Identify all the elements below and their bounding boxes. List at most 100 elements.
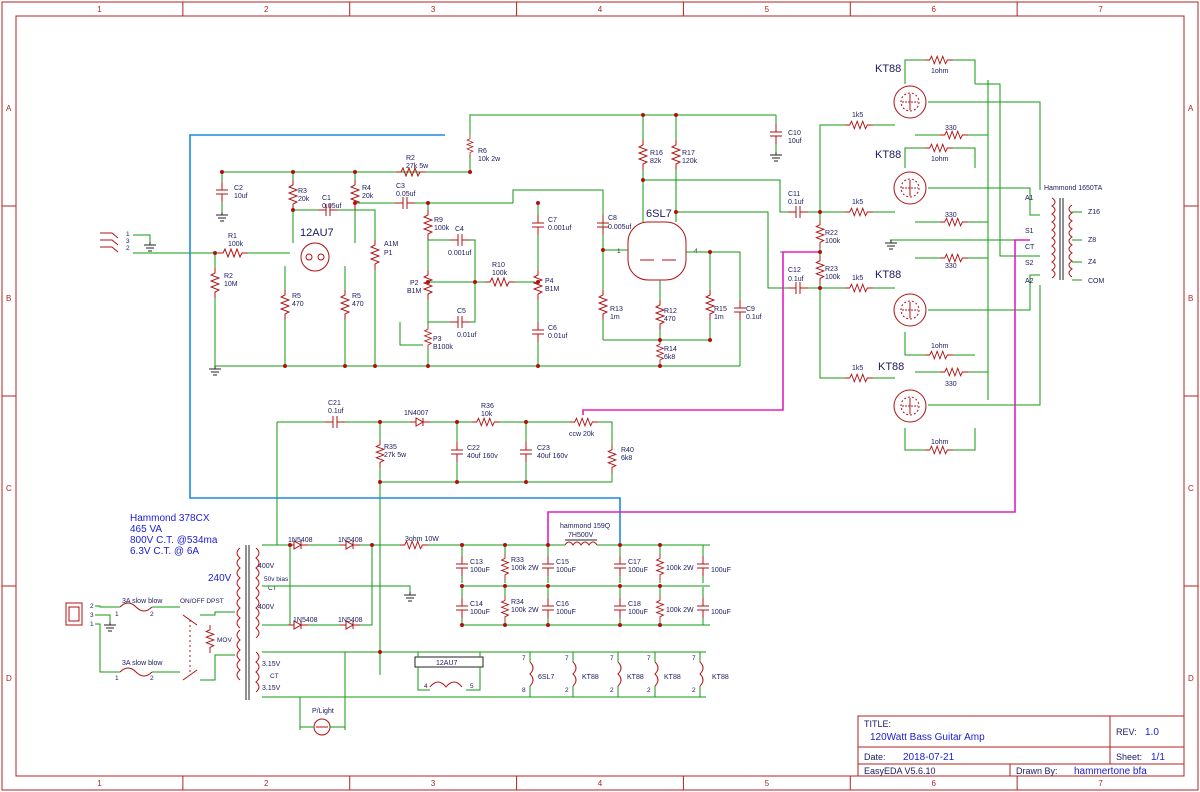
svg-text:1ohm: 1ohm [931,343,949,350]
svg-text:6.3V C.T. @ 6A: 6.3V C.T. @ 6A [130,546,199,557]
resistor-value: 100k 2W [511,607,539,614]
junction-dot [370,543,374,547]
junction-dot [213,251,217,255]
filter-capacitor [455,598,469,618]
heater-pin: 7 [522,655,526,662]
capacitor-ref: C17 [628,559,641,566]
svg-text:CT: CT [1025,244,1035,251]
svg-text:1N5408: 1N5408 [338,537,363,544]
column-marker: 1 [97,5,102,14]
junction-dot [353,170,357,174]
svg-text:1: 1 [115,675,119,682]
input-jack-icon: 1 3 2 [100,231,130,253]
bias-adjust-line [582,251,820,415]
svg-text:A1: A1 [1025,195,1034,202]
svg-text:Drawn By:: Drawn By: [1016,766,1058,776]
svg-text:R5: R5 [352,293,361,300]
junction-dot [618,623,622,627]
svg-text:S2: S2 [1025,260,1034,267]
row-marker: A [1188,104,1194,113]
capacitor-value: 100uF [628,567,648,574]
svg-text:1k5: 1k5 [852,112,863,119]
svg-text:R9: R9 [434,217,443,224]
svg-text:A2: A2 [1025,278,1034,285]
svg-text:ON/OFF DPST: ON/OFF DPST [180,598,224,605]
junction-dot [641,178,645,182]
svg-text:EasyEDA V5.6.10: EasyEDA V5.6.10 [864,766,936,776]
row-marker: C [1188,484,1194,493]
bleeder-resistor [656,596,664,622]
svg-text:C11: C11 [788,191,800,198]
column-marker: 7 [1098,5,1103,14]
capacitor-value: 100uF [711,567,731,574]
svg-text:KT88: KT88 [875,149,901,161]
svg-text:330: 330 [945,212,957,219]
b-plus-line [547,239,1030,545]
junction-dot [378,650,382,654]
junction-dot [708,250,712,254]
svg-text:C22: C22 [467,445,480,452]
junction-dot [291,170,295,174]
column-marker: 4 [598,5,603,14]
svg-text:KT88: KT88 [878,361,904,373]
svg-text:0.1uf: 0.1uf [788,199,804,206]
junction-dot [658,364,662,368]
svg-text:KT88: KT88 [875,63,901,75]
heater-pin: 2 [647,687,651,694]
svg-text:C21: C21 [328,400,341,407]
svg-text:0.05uf: 0.05uf [396,191,416,198]
svg-text:3ohm 10W: 3ohm 10W [405,536,439,543]
junction-dot [536,280,540,284]
svg-text:C3: C3 [396,183,405,190]
svg-text:27k 5w: 27k 5w [384,452,407,459]
resistor-value: 100k 2W [666,607,694,614]
svg-text:1N5408: 1N5408 [293,617,318,624]
junction-dot [818,250,822,254]
svg-text:6SL7: 6SL7 [538,674,554,681]
svg-text:hammertone bfa: hammertone bfa [1074,766,1147,777]
svg-text:A1M: A1M [384,241,399,248]
svg-text:1k5: 1k5 [852,275,863,282]
svg-text:Date:: Date: [864,752,886,762]
filter-capacitor [696,556,710,576]
svg-text:1N5408: 1N5408 [288,537,313,544]
column-marker: 7 [1098,779,1103,788]
junction-dot [473,280,477,284]
svg-text:100k: 100k [825,238,841,245]
svg-text:REV:: REV: [1116,727,1137,737]
svg-text:470: 470 [664,316,676,323]
svg-text:3.15V: 3.15V [262,661,281,668]
svg-text:R22: R22 [825,230,838,237]
svg-text:10k: 10k [481,411,493,418]
svg-text:27k 5w: 27k 5w [406,163,429,170]
svg-text:Sheet:: Sheet: [1116,752,1142,762]
column-marker: 4 [598,779,603,788]
svg-text:82k: 82k [650,158,662,165]
row-marker: B [6,294,11,303]
svg-text:120k: 120k [682,158,698,165]
output-tube-1-icon [893,85,927,119]
svg-text:Hammond 1650TA: Hammond 1650TA [1044,185,1103,192]
junction-dot [674,113,678,117]
column-marker: 5 [765,5,770,14]
capacitor-value: 100uF [556,567,576,574]
output-stage: 1k5 1k5 1k5 1k5 KT88 KT88 KT88 KT88 1ohm… [780,55,1105,455]
svg-text:1: 1 [126,231,130,238]
junction-dot [546,584,550,588]
svg-text:1ohm: 1ohm [931,439,949,446]
column-marker: 6 [931,5,936,14]
heater-filament-icon [654,661,659,687]
svg-text:R4: R4 [362,185,371,192]
svg-text:1N5408: 1N5408 [338,617,363,624]
capacitor-value: 100uF [470,609,490,616]
junction-dot [378,480,382,484]
svg-text:P4: P4 [545,278,554,285]
title-value: 120Watt Bass Guitar Amp [870,732,985,743]
junction-dot [343,364,347,368]
junction-dot [220,170,224,174]
svg-text:CT: CT [270,673,279,680]
svg-text:Z8: Z8 [1088,237,1096,244]
svg-text:5: 5 [470,683,474,690]
